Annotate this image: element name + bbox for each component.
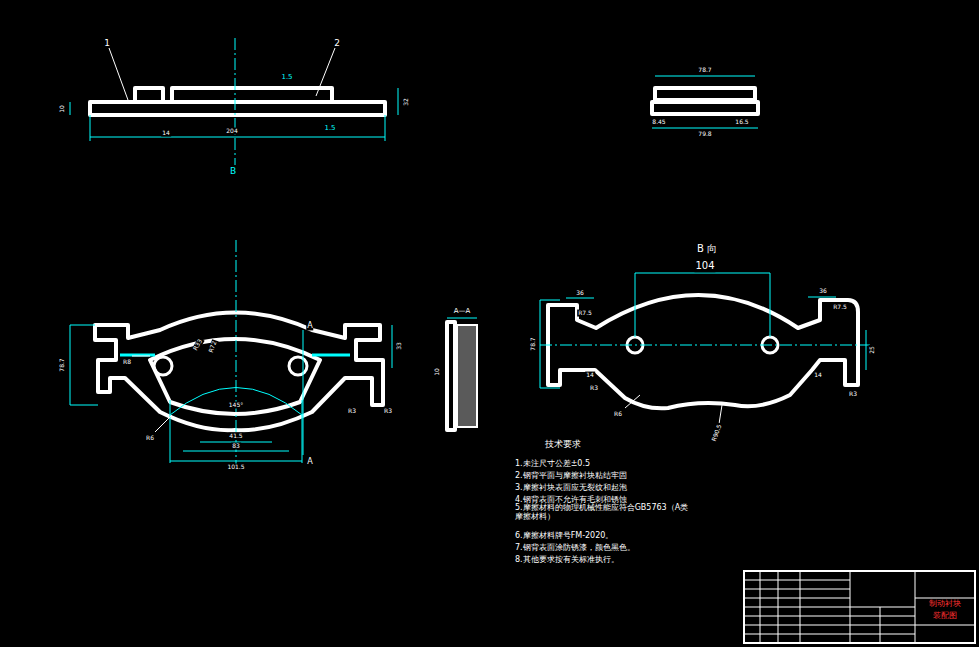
dimension-text: 36 [818, 288, 828, 295]
callout-number: 1 [103, 38, 111, 48]
dimension-text: R7.5 [577, 310, 593, 317]
dimension-text: 104 [694, 260, 715, 272]
heading: 技术要求 [545, 439, 581, 449]
dimension-text: R90.5 [710, 423, 723, 444]
dimension-text: 14 [161, 130, 171, 137]
dimension-text: 25 [869, 345, 876, 355]
dimension-text: R6 [613, 411, 623, 418]
dimension-text: R3 [347, 408, 357, 415]
dimension-text: R8 [122, 359, 132, 366]
dimension-text: 41.5 [228, 433, 243, 440]
dimension-text: 36 [575, 290, 585, 297]
dimension-text: R3 [383, 408, 393, 415]
note-line: 8.其他要求按有关标准执行。 [515, 555, 619, 564]
callout-number: 2 [333, 38, 341, 48]
note-line: 7.钢背表面涂防锈漆，颜色黑色。 [515, 543, 635, 552]
dimension-text: R3 [848, 391, 858, 398]
view-label: A—A [453, 307, 472, 315]
dimension-text: 16.5 [734, 119, 749, 126]
note-line: 1.未注尺寸公差±0.5 [515, 459, 590, 468]
dimension-text: 101.5 [226, 464, 245, 471]
dimension-text: 32 [403, 97, 410, 107]
dimension-text: 204 [225, 128, 238, 135]
dimension-text: 78.7 [59, 357, 66, 372]
dimension-text: 33 [396, 341, 403, 351]
title-text: 装配图 [932, 611, 958, 620]
dimension-text: 78.7 [530, 336, 537, 351]
note-line: 2.钢背平面与摩擦衬块粘结牢固 [515, 471, 627, 480]
note-line: 3.摩擦衬块表面应无裂纹和起泡 [515, 483, 627, 492]
dimension-text: 1.5 [323, 124, 336, 132]
dimension-text: 8.45 [651, 119, 666, 126]
dimension-text: 145° [228, 402, 244, 409]
dimension-text: 83 [231, 443, 241, 450]
dimension-text: 79.8 [697, 131, 712, 138]
dimension-text: 10 [434, 367, 441, 377]
note-line: 5.摩擦材料的物理机械性能应符合GB5763（A类摩擦材料） [515, 503, 690, 521]
title-text: 制动衬块 [928, 599, 962, 608]
note-line: 6.摩擦材料牌号FM-2020。 [515, 531, 613, 540]
dimension-text: 78.7 [697, 67, 712, 74]
dimension-text: 1.5 [280, 73, 293, 81]
dimension-text: R3 [589, 385, 599, 392]
view-label: B 向 [696, 243, 718, 255]
dimension-text: R6 [145, 435, 155, 442]
dimension-text: R7.5 [832, 304, 848, 311]
view-label: A [306, 457, 313, 466]
dimension-text: R72 [207, 339, 218, 354]
dimension-text: 14 [813, 372, 823, 379]
dimension-text: 10 [59, 104, 66, 114]
dimension-text: 14 [585, 372, 595, 379]
dimension-text: R33 [192, 337, 205, 352]
view-label: B [229, 166, 237, 176]
view-label: A [306, 321, 313, 330]
